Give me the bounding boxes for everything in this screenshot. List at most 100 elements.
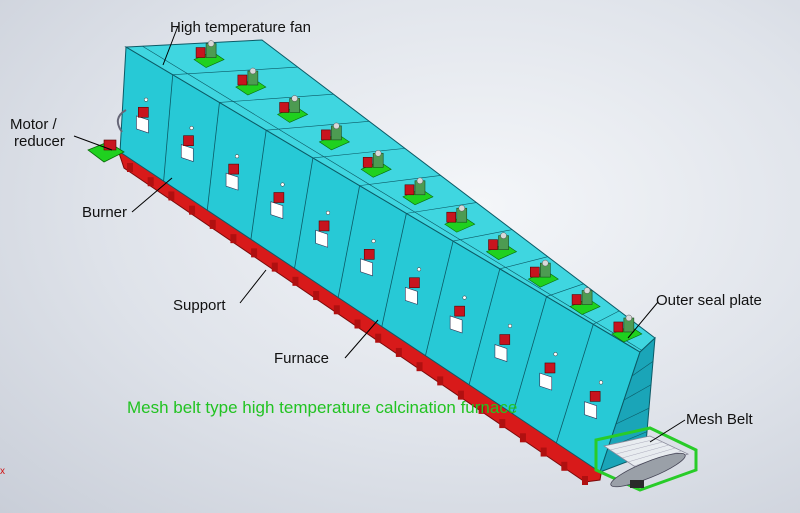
mesh-line — [615, 441, 663, 455]
support-leg — [457, 390, 464, 400]
inspection-door — [270, 201, 284, 220]
burners — [138, 106, 601, 402]
top-divider — [453, 229, 513, 242]
top-ledge — [142, 45, 642, 351]
top-divider — [219, 93, 334, 103]
sight-glass — [598, 380, 604, 385]
burner — [363, 249, 375, 260]
sight-glass — [462, 295, 467, 300]
fan-cap — [625, 314, 633, 322]
module-divider — [163, 74, 174, 182]
module-divider — [206, 102, 220, 211]
support-leg — [333, 305, 340, 315]
inspection-door — [584, 401, 597, 420]
inspection-door — [225, 172, 239, 191]
sight-glass — [553, 352, 558, 357]
fan-cap — [500, 232, 507, 239]
roller-bearing — [630, 480, 644, 488]
inspection-door — [405, 286, 418, 305]
top-divider — [406, 202, 477, 214]
support-leg — [168, 191, 175, 201]
top-divider — [266, 120, 370, 131]
burner — [273, 192, 285, 203]
mesh-line — [609, 438, 657, 451]
sight-glass — [416, 267, 422, 272]
sight-glass — [371, 239, 376, 244]
sight-glass — [280, 182, 285, 187]
seal-grid-h — [631, 361, 654, 377]
burner — [589, 391, 601, 402]
inspection-door — [449, 315, 463, 334]
burner — [318, 220, 330, 232]
fan-housing — [195, 47, 206, 58]
seal-grid-h — [615, 407, 650, 425]
support-leg — [189, 205, 196, 215]
module-divider — [555, 324, 594, 444]
leader-mesh-belt — [649, 419, 686, 443]
fan-cap — [333, 122, 340, 130]
module-divider — [425, 240, 454, 356]
support-leg — [499, 419, 506, 429]
label-support: Support — [173, 297, 226, 314]
label-burner: Burner — [82, 204, 128, 221]
label-high-temperature-fan: High temperature fan — [170, 19, 311, 36]
label-motor-reducer-line2: reducer — [14, 133, 65, 150]
module-divider — [337, 185, 361, 298]
support-leg — [313, 291, 320, 301]
support-frame — [117, 149, 603, 485]
high-temperature-fans — [193, 40, 643, 343]
inspection-doors — [136, 97, 604, 420]
top-divider — [359, 175, 441, 186]
motor — [103, 139, 117, 151]
fan-cap — [458, 204, 466, 212]
fan-housing — [488, 239, 498, 250]
furnace-body — [119, 39, 656, 473]
module-divider — [512, 296, 547, 414]
support-leg — [147, 177, 154, 187]
inspection-door — [136, 115, 149, 134]
support-leg — [271, 262, 278, 272]
fan-cap — [583, 287, 591, 294]
fan-housing — [321, 129, 331, 141]
inspection-door — [360, 258, 373, 277]
top-divider — [546, 283, 584, 297]
module-divider — [294, 157, 314, 269]
drive-chain — [116, 109, 127, 133]
burner — [499, 334, 511, 345]
fan-housing — [237, 74, 248, 86]
fan-cap — [542, 259, 549, 267]
sight-glass — [507, 323, 513, 328]
top-divider — [593, 310, 620, 325]
sight-glass — [144, 97, 149, 102]
support-leg — [561, 461, 568, 471]
fan-housing — [571, 294, 582, 305]
sight-glass — [325, 210, 331, 215]
fan-cap — [416, 177, 424, 185]
fan-housing — [530, 266, 540, 278]
fan-cap — [249, 67, 257, 75]
label-mesh-belt: Mesh Belt — [686, 411, 753, 428]
support-leg — [540, 447, 547, 457]
inspection-door — [180, 144, 194, 162]
burner — [183, 135, 194, 146]
fan-housing — [279, 102, 289, 113]
mesh-belt-unit — [594, 426, 698, 492]
support-leg — [209, 219, 216, 229]
fan-housing — [613, 321, 624, 333]
diagram-caption: Mesh belt type high temperature calcinat… — [127, 398, 518, 417]
leader-fan — [162, 25, 179, 66]
support-leg — [127, 163, 133, 172]
leader-furnace — [344, 319, 379, 359]
label-outer-seal-plate: Outer seal plate — [656, 292, 762, 309]
mesh-line — [621, 444, 670, 459]
fan-housing — [362, 157, 373, 168]
burner — [454, 305, 465, 317]
support-leg — [375, 333, 382, 343]
label-motor-reducer-line1: Motor / — [10, 116, 57, 133]
inspection-door — [539, 372, 553, 391]
top-divider — [312, 148, 405, 159]
fan-cap — [291, 95, 298, 102]
sight-glass — [235, 154, 240, 159]
support-leg — [230, 234, 237, 244]
